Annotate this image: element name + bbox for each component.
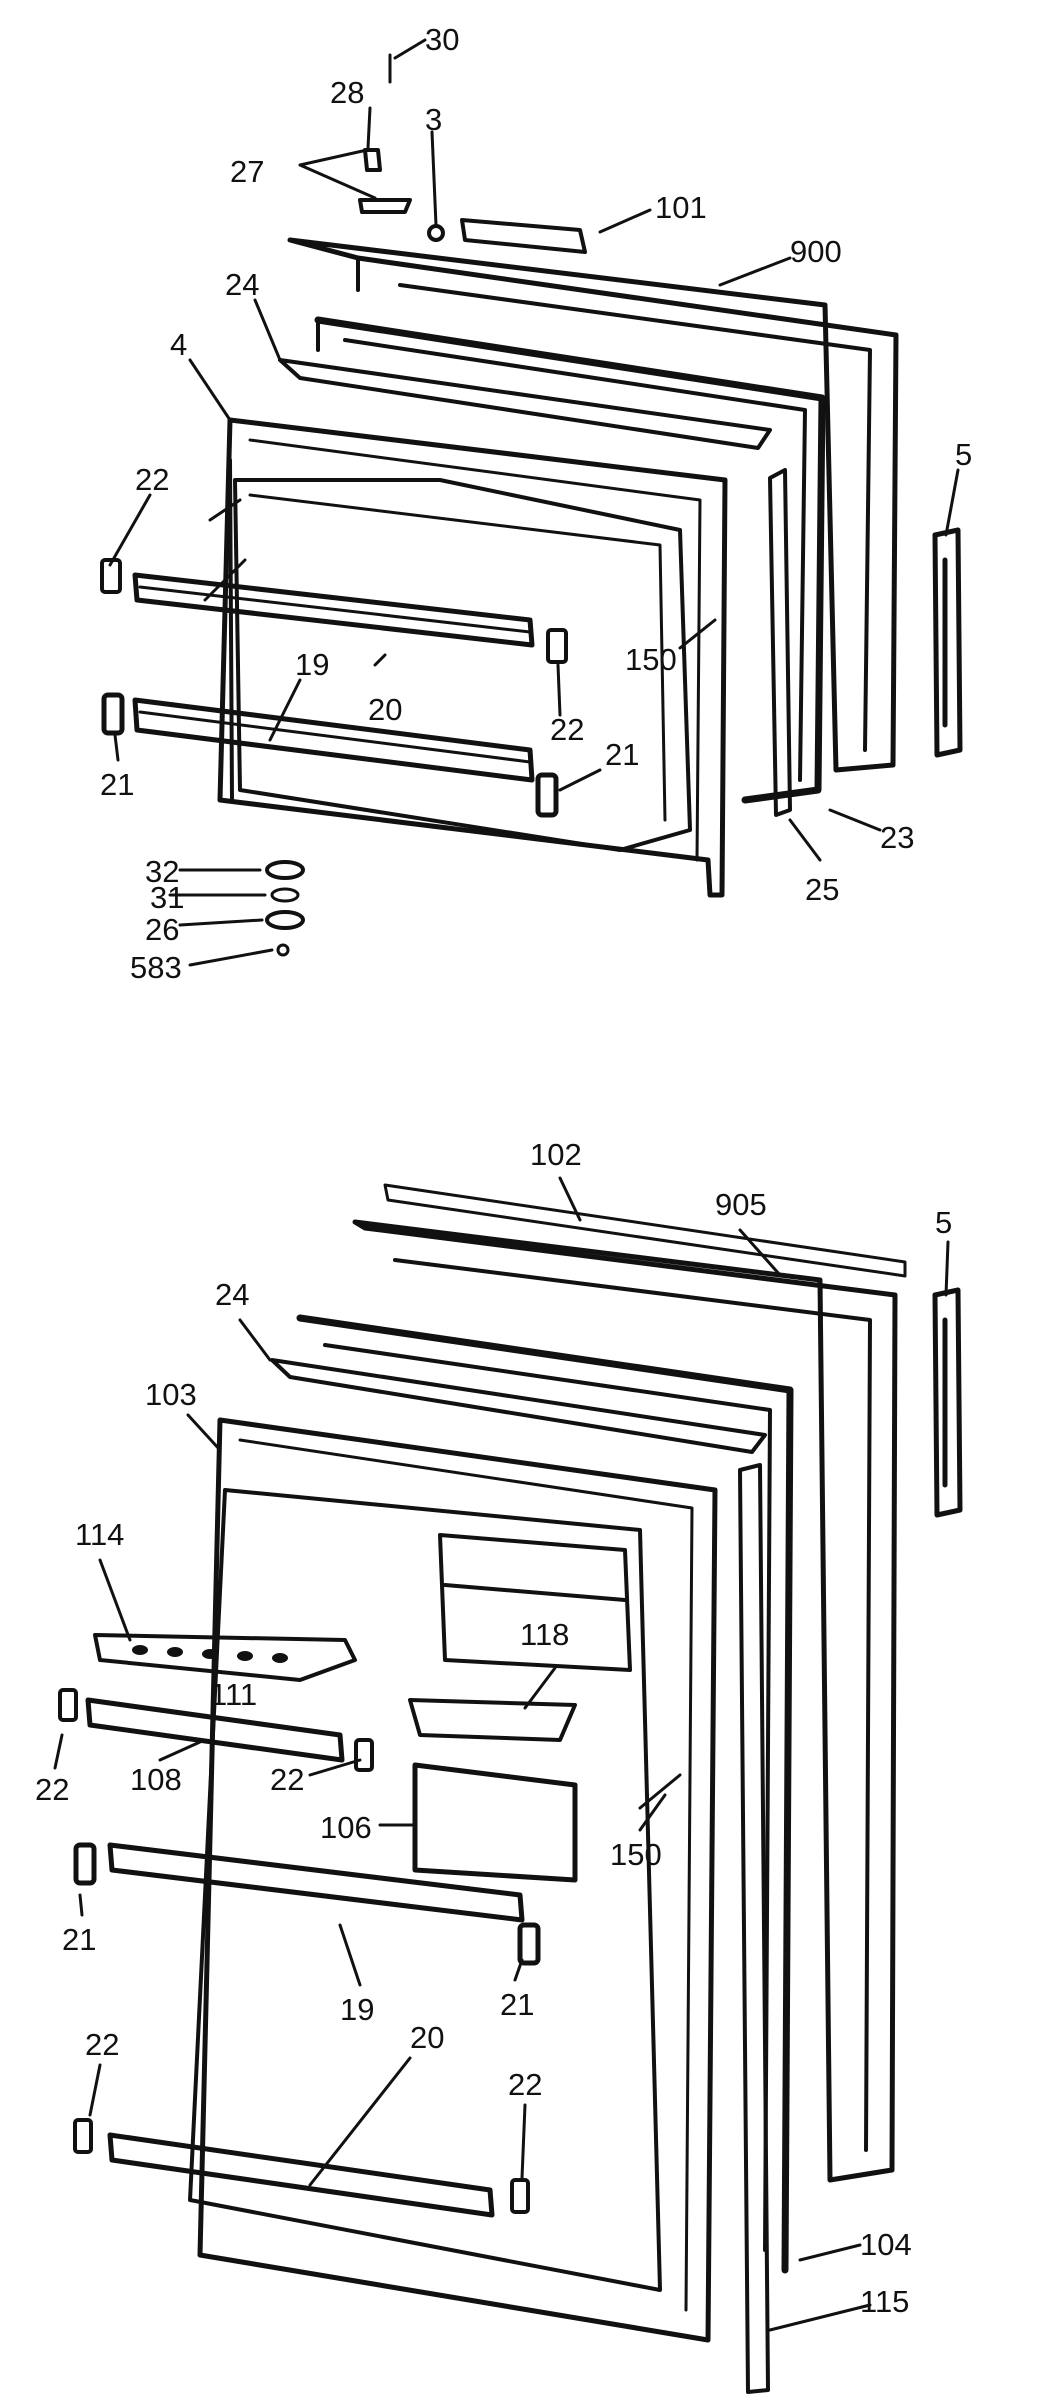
callout-32: 32	[145, 854, 179, 889]
callout-31: 31	[150, 880, 184, 915]
shelf-bar-20-lower	[107, 2132, 495, 2218]
inner-door-liner-4	[203, 417, 728, 898]
callout-114: 114	[75, 1517, 124, 1552]
leader-lines	[53, 38, 960, 2332]
screw-583	[276, 943, 290, 957]
door-gasket-104-inner	[323, 1343, 772, 2252]
handle-trim-101	[460, 218, 587, 254]
shelf-clip-22-b	[546, 628, 568, 664]
callout-118: 118	[520, 1617, 569, 1652]
hinge-part-26	[265, 910, 305, 930]
callout-22-b: 22	[550, 712, 584, 747]
callout-19-lower: 19	[340, 1992, 374, 2027]
callout-900: 900	[790, 234, 842, 269]
callout-21-b: 21	[605, 737, 639, 772]
door-gasket-104	[296, 1314, 794, 2274]
shelf-clip-22-e	[73, 2118, 93, 2154]
screw-3	[427, 224, 445, 242]
callout-21-d: 21	[500, 1987, 534, 2022]
callout-4: 4	[170, 327, 187, 362]
callout-101: 101	[655, 190, 707, 225]
callout-106: 106	[320, 1810, 372, 1845]
breaker-strip-25	[768, 468, 792, 817]
callout-102: 102	[530, 1137, 582, 1172]
callout-150-lower: 150	[610, 1837, 662, 1872]
callout-103: 103	[145, 1377, 197, 1412]
callout-115: 115	[860, 2284, 909, 2319]
callout-22-c: 22	[35, 1772, 69, 1807]
shelf-clip-22-d	[354, 1738, 374, 1772]
butter-door-106	[412, 1762, 578, 1883]
top-strip-24-lower	[270, 1358, 767, 1454]
callout-30: 30	[425, 22, 459, 57]
callout-108: 108	[130, 1762, 182, 1797]
callout-24: 24	[225, 267, 259, 302]
callout-22-e: 22	[85, 2027, 119, 2062]
callout-25: 25	[805, 872, 839, 907]
door-gasket-23-inner	[316, 318, 807, 782]
door-shelf-bars-upper	[132, 572, 535, 783]
callout-3: 3	[425, 102, 442, 137]
screw-150-upper	[678, 618, 717, 650]
top-strip-24	[278, 358, 772, 450]
shelf-end-21-a	[101, 692, 125, 736]
callout-23: 23	[880, 820, 914, 855]
inner-door-liner-103	[188, 1417, 718, 2343]
shelf-bar-108	[85, 1697, 345, 1763]
callout-583: 583	[130, 950, 182, 985]
callout-19-upper: 19	[295, 647, 329, 682]
bracket-27	[358, 198, 412, 214]
shelf-bar-19-lower	[107, 1842, 525, 1923]
dairy-compartment-118	[438, 1533, 632, 1672]
door-handle-5-lower	[932, 1287, 963, 1518]
door-handle-5-upper	[932, 527, 963, 758]
callout-22-f: 22	[508, 2067, 542, 2102]
butter-tray-118	[408, 1698, 577, 1742]
callout-28: 28	[330, 75, 364, 110]
callout-24-lower: 24	[215, 1277, 249, 1312]
callout-22-d: 22	[270, 1762, 304, 1797]
top-trim-102	[383, 1183, 907, 1278]
callout-111: 111	[210, 1677, 257, 1712]
breaker-strip-115	[738, 1463, 770, 2394]
outer-door-panel-900	[287, 237, 899, 773]
callout-22-a: 22	[135, 462, 169, 497]
callout-20-lower: 20	[410, 2020, 444, 2055]
shelf-clip-22-a	[100, 558, 122, 594]
callout-5-upper: 5	[955, 437, 972, 472]
callout-905: 905	[715, 1187, 767, 1222]
door-gasket-23	[314, 316, 826, 804]
hinge-part-31	[270, 887, 300, 903]
callout-21-a: 21	[100, 767, 134, 802]
shelf-clip-22-f	[510, 2178, 530, 2214]
screw-150-lower	[638, 1773, 682, 1810]
callout-5-lower: 5	[935, 1205, 952, 1240]
pin-28	[363, 148, 382, 172]
shelf-clip-22-c	[58, 1688, 78, 1722]
hinge-part-32	[265, 860, 305, 880]
fresh-food-door-assembly	[58, 1183, 963, 2394]
callout-150-upper: 150	[625, 642, 677, 677]
freezer-door-assembly	[100, 53, 963, 957]
callout-104: 104	[860, 2227, 912, 2262]
egg-tray-114	[93, 1633, 357, 1682]
shelf-end-21-b	[535, 772, 559, 818]
shelf-end-21-c	[73, 1842, 97, 1886]
callout-26: 26	[145, 912, 179, 947]
callout-27: 27	[230, 154, 264, 189]
callout-labels: 30 28 3 27 101 900 24 4 5 22 150 19 20 2…	[35, 22, 972, 2319]
callout-21-c: 21	[62, 1922, 96, 1957]
shelf-end-21-d	[517, 1922, 541, 1966]
outer-door-panel-905	[352, 1219, 898, 2183]
callout-20-upper: 20	[368, 692, 402, 727]
